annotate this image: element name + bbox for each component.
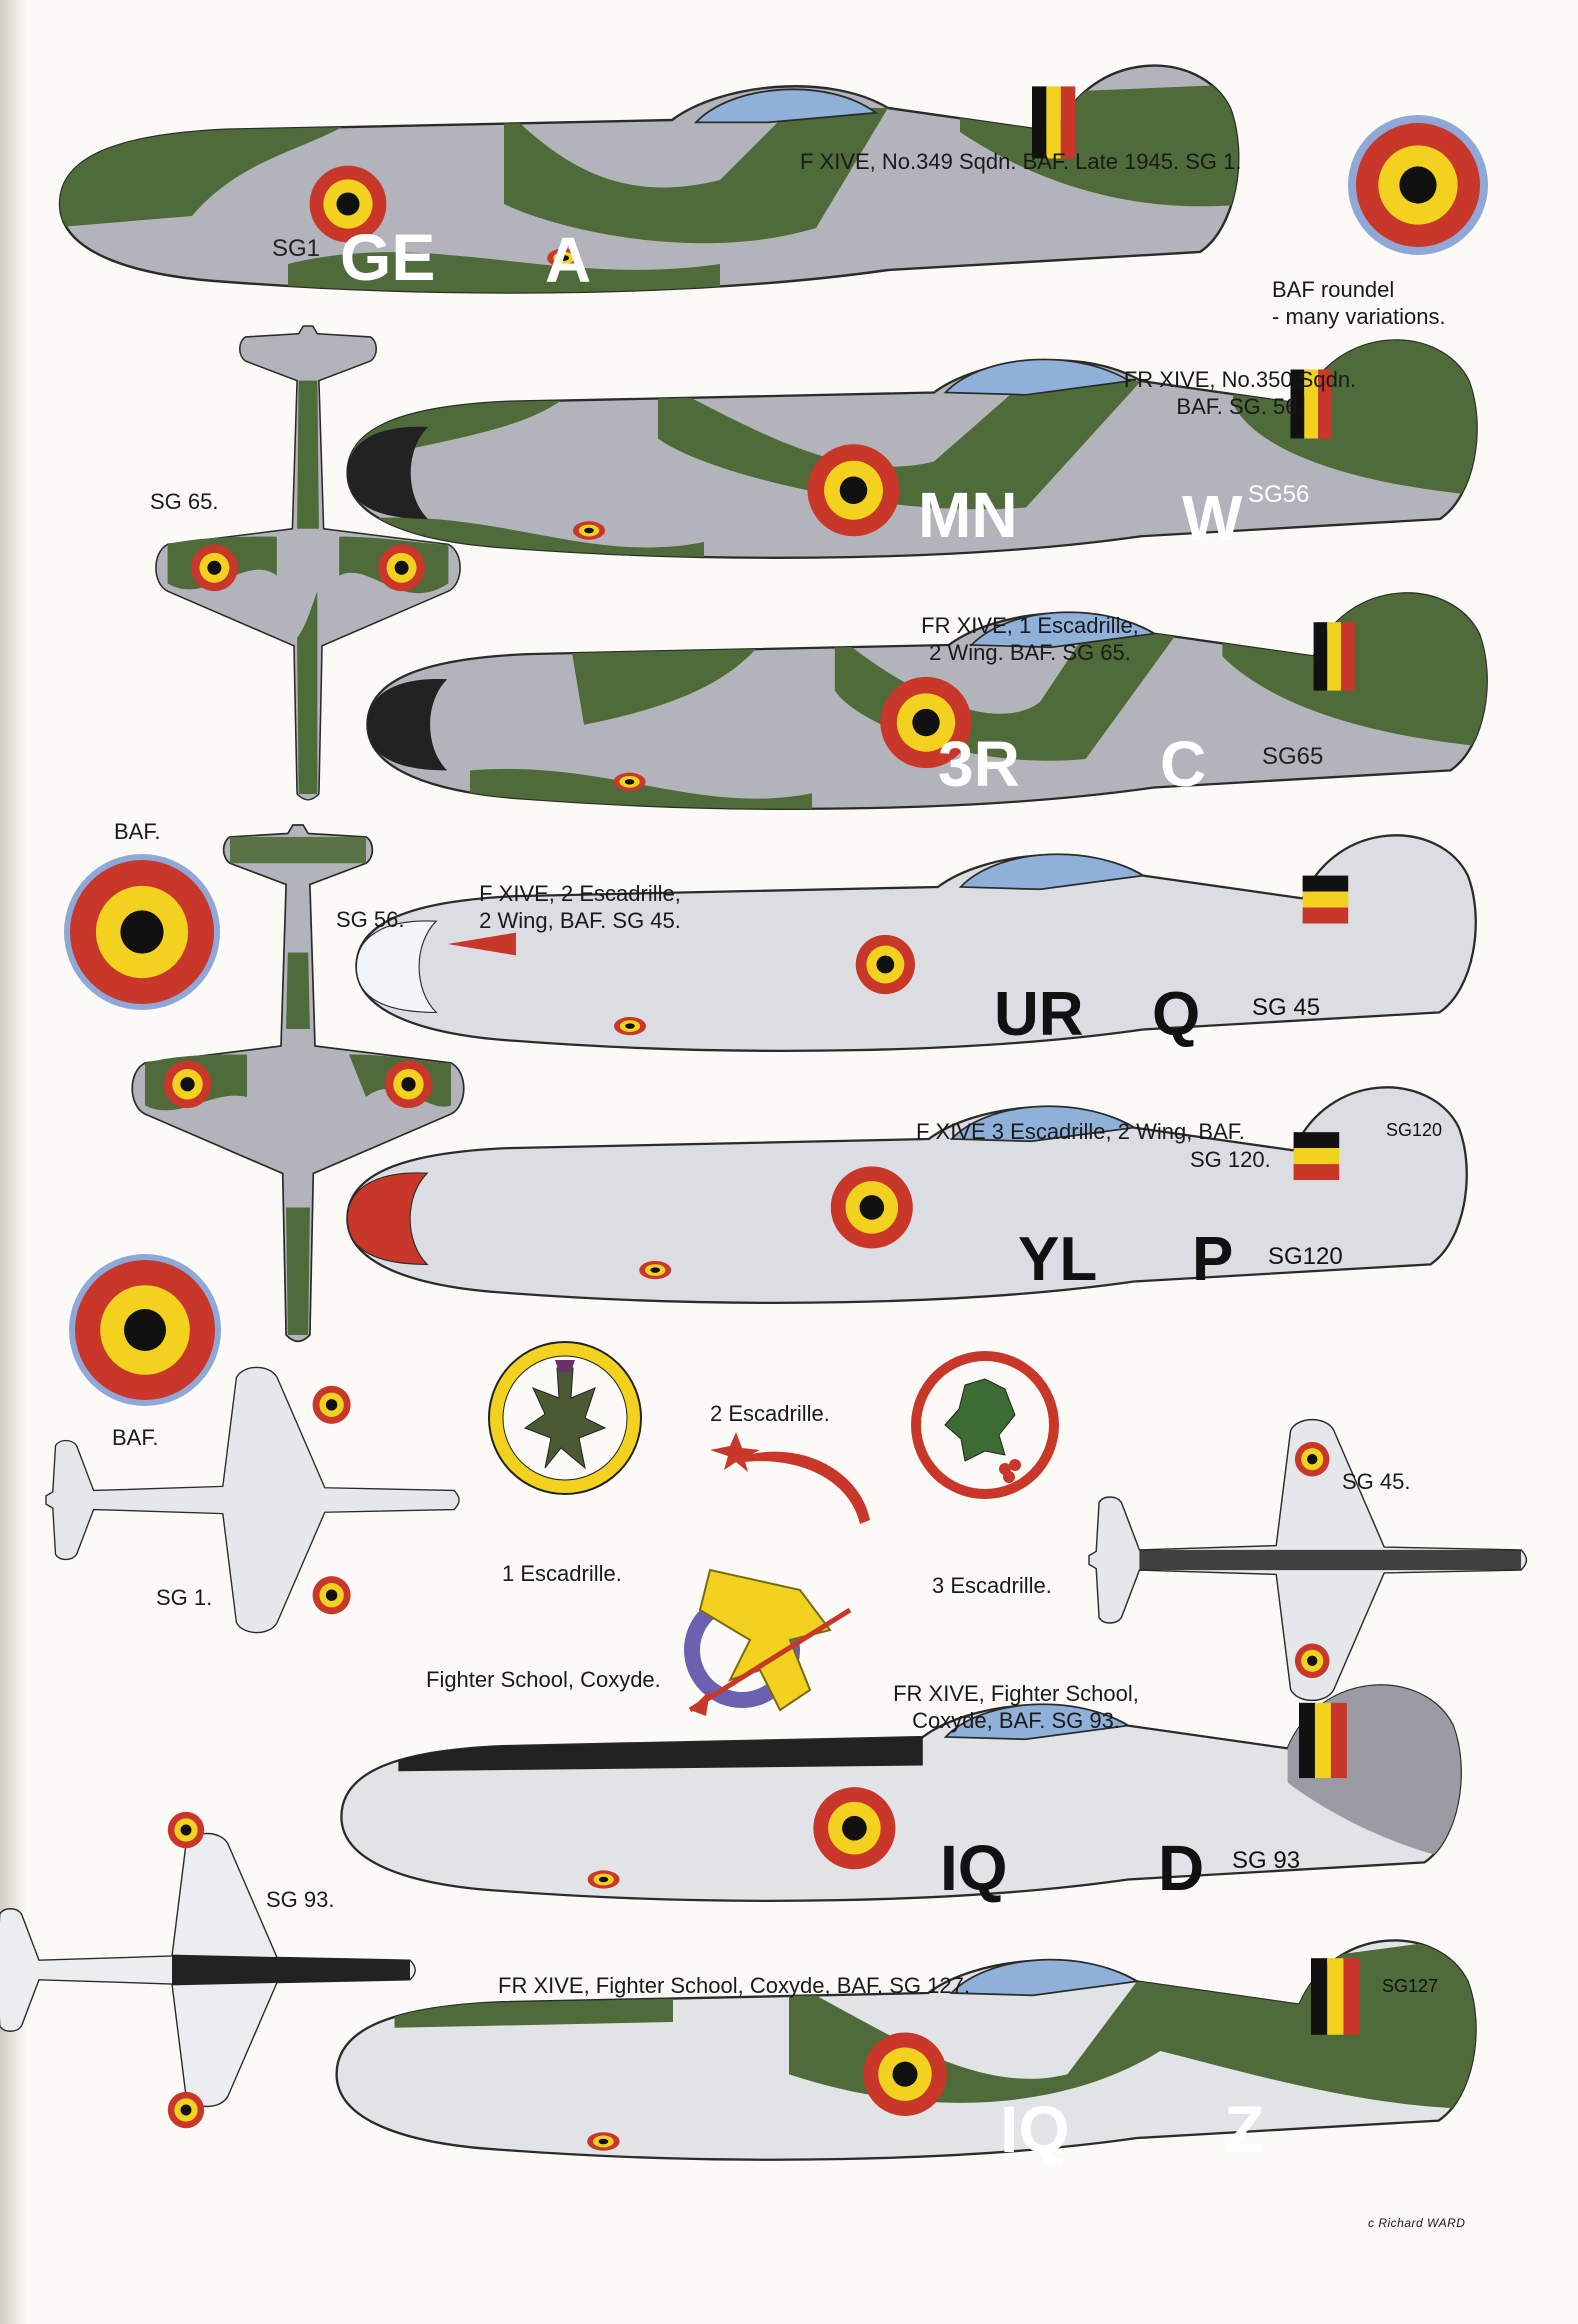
artist-credit: c Richard WARD (1368, 2216, 1466, 2230)
caption-3r-c: FR XIVE, 1 Escadrille, 2 Wing. BAF. SG 6… (921, 613, 1139, 665)
aircraft-profile-ur-q (355, 834, 1477, 1052)
caption-baf-2: BAF. (112, 1425, 159, 1450)
aircraft-profile-yl-p (346, 1086, 1468, 1304)
iq-d-code-right: D (1158, 1832, 1204, 1904)
planview-sg93 (0, 1811, 416, 2129)
caption-sg65-plan: SG 65. (150, 489, 219, 514)
iq-z-code-right: Z (1224, 2092, 1264, 2166)
caption-iq-d: FR XIVE, Fighter School, Coxyde, BAF. SG… (893, 1681, 1139, 1733)
caption-2-escadrille: 2 Escadrille. (710, 1401, 830, 1426)
ge-a-code-right: A (545, 224, 591, 296)
baf-roundel-1 (64, 854, 220, 1010)
ur-q-serial: SG 45 (1252, 994, 1320, 1021)
ge-a-serial: SG1 (272, 235, 320, 262)
caption-ge-a: F XIVE, No.349 Sqdn. BAF. Late 1945. SG … (800, 149, 1242, 174)
ge-a-code-left: GE (340, 220, 435, 294)
mn-w-code-right: W (1182, 482, 1243, 554)
3r-c-code-right: C (1160, 728, 1206, 800)
caption-mn-w: FR XIVE, No.350 Sqdn. BAF. SG. 56. (1123, 367, 1357, 419)
yl-p-serial: SG120 (1268, 1243, 1343, 1270)
caption-baf-1: BAF. (114, 819, 161, 844)
badge-fighter-school-coxyde (684, 1568, 852, 1716)
baf-roundel-2 (69, 1254, 221, 1406)
planview-sg65 (155, 325, 461, 801)
caption-1-escadrille: 1 Escadrille. (502, 1561, 622, 1586)
planview-sg1 (45, 1366, 460, 1634)
caption-baf-roundel: BAF roundel - many variations. (1272, 277, 1446, 329)
caption-fighter-school: Fighter School, Coxyde. (426, 1667, 661, 1692)
caption-sg1-plan: SG 1. (156, 1585, 213, 1610)
3r-c-code-left: 3R (938, 728, 1020, 800)
iq-z-code-left: IQ (1000, 2092, 1070, 2166)
caption-sg93-plan: SG 93. (266, 1887, 335, 1912)
3r-c-serial: SG65 (1262, 743, 1323, 770)
yl-p-code-left: YL (1018, 1225, 1097, 1294)
iq-d-serial: SG 93 (1232, 1847, 1300, 1874)
aircraft-profile-iq-d (340, 1684, 1462, 1902)
planview-sg56 (131, 824, 465, 1343)
baf-roundel-large (1348, 115, 1488, 255)
badge-3-escadrille (911, 1351, 1059, 1499)
mn-w-serial: SG56 (1248, 481, 1309, 508)
yl-p-code-right: P (1192, 1225, 1233, 1294)
badge-1-escadrille (488, 1341, 642, 1495)
caption-3-escadrille: 3 Escadrille. (932, 1573, 1052, 1598)
ur-q-code-left: UR (994, 980, 1084, 1049)
iq-d-code-left: IQ (940, 1832, 1008, 1904)
planview-sg45 (1088, 1418, 1528, 1702)
yl-p-fin-serial: SG120 (1386, 1120, 1442, 1140)
caption-ur-q: F XIVE, 2 Escadrille, 2 Wing, BAF. SG 45… (479, 881, 681, 933)
badge-2-escadrille (710, 1432, 870, 1524)
ur-q-code-right: Q (1152, 980, 1200, 1049)
mn-w-code-left: MN (918, 479, 1018, 551)
caption-iq-z: FR XIVE, Fighter School, Coxyde, BAF. SG… (498, 1973, 970, 1998)
aircraft-profile-ge-a (58, 64, 1240, 294)
caption-yl-p-1: F XIVE 3 Escadrille, 2 Wing, BAF. (916, 1119, 1245, 1144)
caption-sg56-plan: SG 56. (336, 907, 405, 932)
iq-z-fin-serial: SG127 (1382, 1976, 1438, 1996)
aircraft-profile-iq-z (335, 1939, 1477, 2161)
caption-sg45-plan: SG 45. (1342, 1469, 1411, 1494)
caption-yl-p-2: SG 120. (1190, 1147, 1271, 1172)
